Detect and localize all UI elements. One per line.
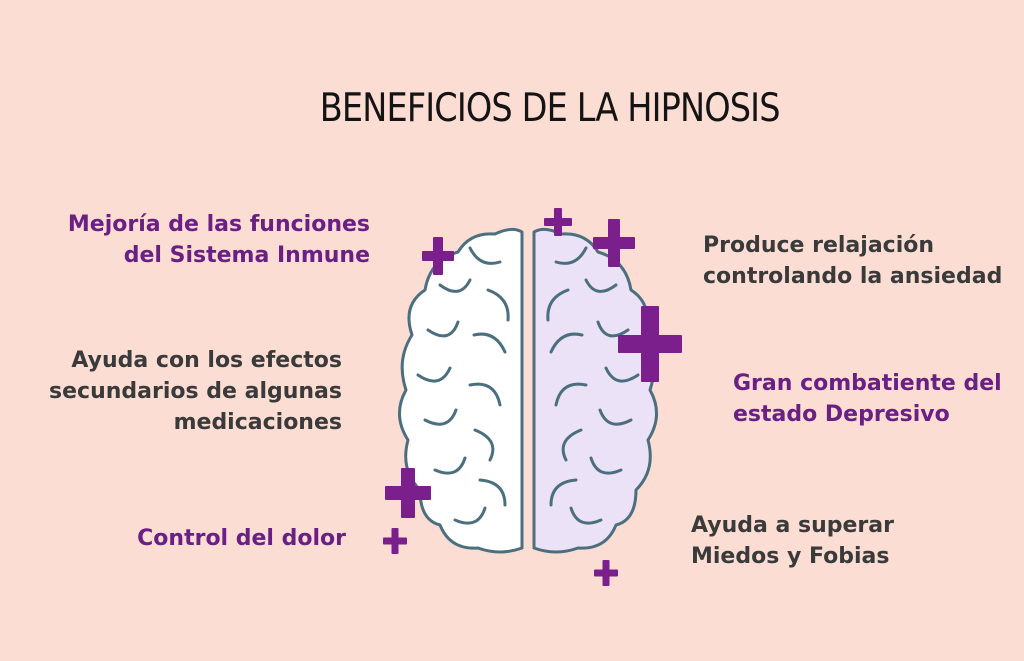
- plus-icon: [593, 219, 635, 267]
- plus-signs: [383, 208, 682, 586]
- plus-icon: [594, 560, 618, 586]
- plus-icon: [383, 528, 407, 554]
- page-title: BENEFICIOS DE LA HIPNOSIS: [319, 86, 781, 131]
- benefit-fears-phobias: Ayuda a superar Miedos y Fobias: [691, 513, 894, 569]
- brain-left-hemisphere: [398, 227, 524, 554]
- benefit-medication-side-effects: Ayuda con los efectos secundarios de alg…: [49, 348, 342, 435]
- plus-icon: [618, 306, 682, 382]
- plus-icon: [385, 468, 431, 518]
- plus-icon: [422, 237, 454, 275]
- plus-icon: [544, 208, 572, 236]
- brain-icon: [398, 227, 524, 554]
- brain-icon: [532, 227, 658, 554]
- benefit-immune-system: Mejoría de las funciones del Sistema Inm…: [67, 212, 370, 268]
- benefit-depression: Gran combatiente del estado Depresivo: [733, 371, 1002, 427]
- benefit-pain-control: Control del dolor: [137, 526, 346, 551]
- brain-right-hemisphere: [532, 227, 658, 554]
- benefit-relaxation: Produce relajación controlando la ansied…: [703, 233, 1003, 289]
